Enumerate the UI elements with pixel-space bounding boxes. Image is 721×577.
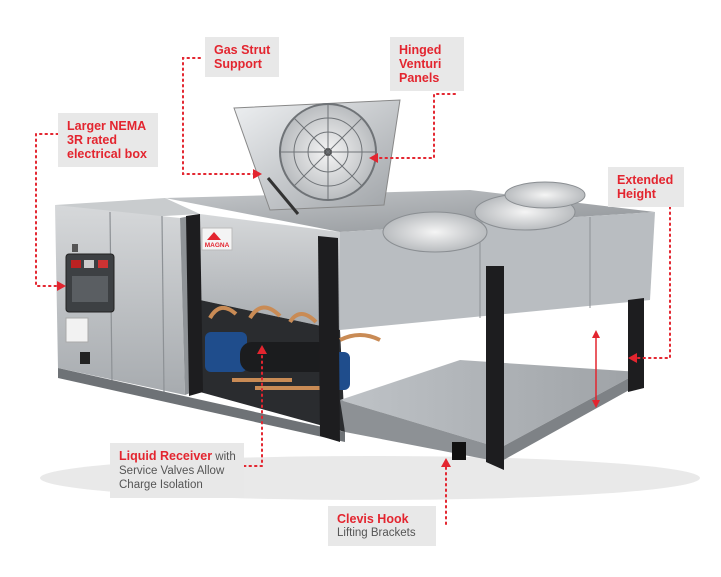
callout-description: Charge Isolation <box>119 479 203 491</box>
callout-title: Gas Strut <box>214 43 271 57</box>
gas-strut <box>266 177 300 215</box>
arrow-head <box>592 330 600 338</box>
magna-logo-text: MAGNA <box>205 242 230 249</box>
arrow-head <box>369 153 378 163</box>
base-rail <box>58 368 345 442</box>
condenser-housing <box>200 214 340 330</box>
callout-title-suffix: with <box>212 451 236 463</box>
callout-title: Panels <box>399 71 440 85</box>
arrow-head <box>57 281 66 291</box>
callout-title: 3R rated <box>67 133 118 147</box>
callout-title: Extended <box>617 173 674 187</box>
liquid-receiver-tank <box>240 342 330 372</box>
arrow-head <box>253 169 262 179</box>
frame-post <box>628 298 644 392</box>
disconnect-handle <box>72 244 78 252</box>
panel-breaker <box>98 260 108 268</box>
copper-piping <box>339 333 381 342</box>
callout-nema-box: Larger NEMA 3R rated electrical box <box>58 113 158 167</box>
callout-title: Hinged <box>399 43 442 57</box>
panel-wiring <box>72 276 108 302</box>
callout-title-line: Liquid Receiver with <box>119 449 236 464</box>
arrow-head <box>592 400 600 408</box>
clevis-hook-bracket <box>452 442 466 460</box>
callout-title: Clevis Hook <box>337 512 409 526</box>
panel-breaker <box>84 260 94 268</box>
callout-clevis-hook: Clevis Hook Lifting Brackets <box>328 506 436 546</box>
lifting-hole <box>80 352 90 364</box>
callout-liquid-receiver: Liquid Receiver with Service Valves Allo… <box>110 443 244 498</box>
condenser-fan <box>504 181 586 209</box>
callout-description: Service Valves Allow <box>119 465 225 477</box>
frame-post <box>318 236 340 442</box>
frame-post <box>186 214 203 396</box>
callout-title: Venturi <box>399 57 442 71</box>
frame-post <box>486 266 504 470</box>
callout-title: Height <box>617 187 656 201</box>
fan-guard-spoke <box>293 117 363 187</box>
arrow-head <box>628 353 637 363</box>
callout-gas-strut: Gas Strut Support <box>205 37 279 77</box>
cabinet-door-seam <box>161 215 165 393</box>
copper-piping <box>208 305 325 390</box>
arrow-head <box>257 345 267 354</box>
electrical-cabinet-front <box>55 205 185 395</box>
callout-leaders <box>35 57 671 525</box>
arrow-head <box>441 458 451 467</box>
callout-title: electrical box <box>67 147 147 161</box>
label-plate <box>65 317 89 343</box>
callout-title: Larger NEMA <box>67 119 147 133</box>
base-tray-side <box>500 372 640 462</box>
callout-title: Support <box>214 57 262 71</box>
condenser-fan <box>382 211 488 253</box>
magna-logo-mark <box>207 232 221 240</box>
callout-description: Lifting Brackets <box>337 527 416 539</box>
callout-hinged-panels: Hinged Venturi Panels <box>390 37 464 91</box>
panel-breaker <box>71 260 81 268</box>
callout-title: Liquid Receiver <box>119 449 213 463</box>
compressor <box>205 332 247 372</box>
callout-extended-height: Extended Height <box>608 167 684 207</box>
